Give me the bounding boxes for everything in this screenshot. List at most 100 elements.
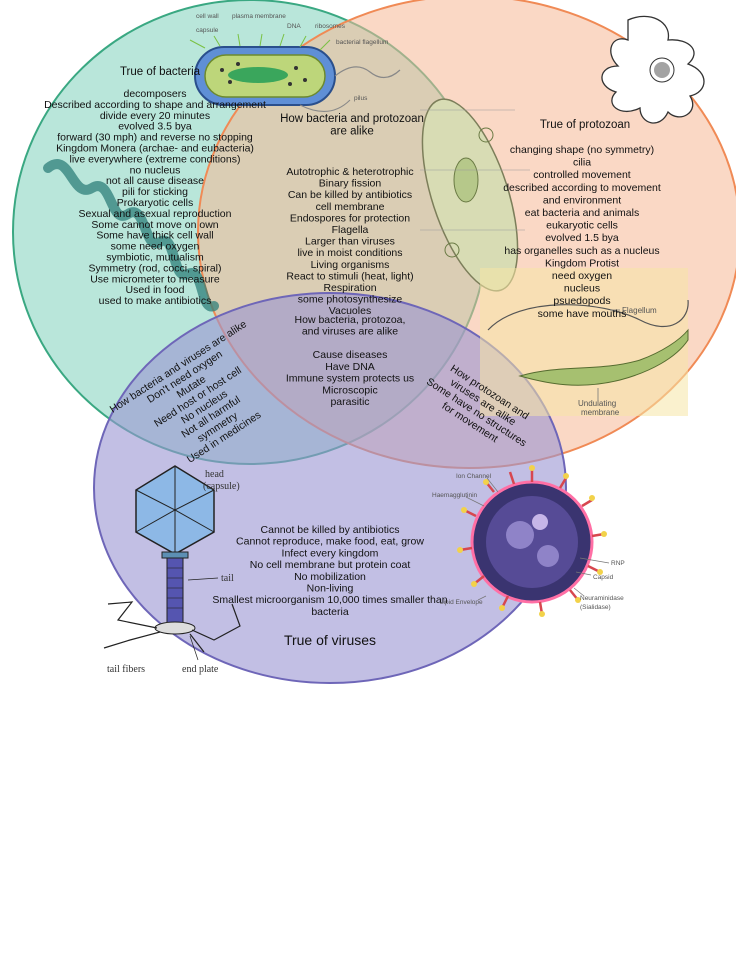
bp-fact-9: React to stimuli (heat, light) — [286, 270, 413, 282]
bp-fact-3: cell membrane — [316, 201, 385, 213]
influenza-label-sialidase: (Sialidase) — [580, 604, 611, 611]
bp-fact-12: Vacuoles — [329, 305, 371, 317]
influenza-label-rnp: RNP — [611, 560, 625, 567]
all-fact-4: parasitic — [330, 396, 369, 408]
bacteria-fact-18: Used in food — [126, 284, 185, 296]
influenza-label-ion-channel: Ion Channel — [456, 473, 492, 480]
all-header-0: How bacteria, protozoa, — [295, 314, 406, 326]
bacterium-label-pilus: pilus — [354, 95, 368, 102]
protozoan-fact-1: cilia — [573, 157, 591, 169]
influenza-illustration: Ion Channel Haemagglutinin RNP Capsid Ne… — [432, 465, 625, 617]
all-fact-1: Have DNA — [325, 361, 375, 373]
bacteria-header: True of bacteria — [120, 66, 201, 78]
bacteria-fact-12: Some cannot move on own — [91, 219, 218, 231]
bp-fact-6: Larger than viruses — [305, 236, 395, 248]
bacterium-label-flagellum: bacterial flagellum — [336, 39, 388, 46]
phage-label-tail: tail — [221, 573, 234, 584]
spirillum-illustration — [43, 159, 219, 312]
protozoan-fact-11: nucleus — [564, 283, 600, 295]
protozoan-fact-13: some have mouths — [538, 308, 627, 320]
bacteriophage-illustration: head (capsule) tail tail fibers end plat… — [103, 465, 241, 675]
bp-header-0: How bacteria and protozoan — [280, 113, 424, 125]
influenza-label-neuraminidase: Neuraminidase — [580, 595, 624, 602]
protozoan-fact-7: evolved 1.5 bya — [545, 232, 619, 244]
virus-fact-6: Smallest microorganism 10,000 times smal… — [212, 594, 447, 606]
all-header-1: and viruses are alike — [302, 326, 398, 338]
bacteria-fact-7: no nucleus — [130, 164, 181, 176]
bacteria-fact-1: Described according to shape and arrange… — [44, 99, 266, 111]
bacterium-label-dna: DNA — [287, 23, 301, 30]
virus-fact-3: No cell membrane but protein coat — [250, 559, 411, 571]
bacterium-label-ribosomes: ribosomes — [315, 23, 346, 30]
protozoan-fact-6: eukaryotic cells — [546, 220, 618, 232]
bp-fact-1: Binary fission — [319, 178, 382, 190]
phage-label-end-plate: end plate — [182, 664, 219, 675]
virus-fact-0: Cannot be killed by antibiotics — [261, 524, 400, 536]
protozoan-fact-3: described according to movement — [503, 182, 661, 194]
protozoan-header: True of protozoan — [540, 119, 630, 131]
bacteria-fact-9: pili for sticking — [122, 186, 188, 198]
bp-fact-5: Flagella — [332, 224, 369, 236]
virus-fact-5: Non-living — [307, 583, 354, 595]
bacterium-illustration: capsule cell wall plasma membrane DNA ri… — [189, 13, 401, 112]
trypanosome-label-membrane: membrane — [581, 408, 620, 417]
bp-fact-11: some photosynthesize — [298, 294, 403, 306]
bp-fact-8: Living organisms — [311, 259, 390, 271]
bacteria-fact-4: forward (30 mph) and reverse no stopping — [57, 132, 253, 144]
bacterium-label-cell-wall: cell wall — [196, 13, 219, 20]
bacteria-fact-6: live everywhere (extreme conditions) — [70, 153, 241, 165]
virus-header: True of viruses — [284, 632, 376, 648]
amoeba-illustration — [601, 15, 705, 124]
protozoan-only-text: True of protozoan changing shape (no symm… — [503, 119, 661, 320]
virus-circle — [93, 292, 567, 684]
all-fact-0: Cause diseases — [313, 349, 388, 361]
bacteria-fact-15: symbiotic, mutualism — [106, 252, 204, 264]
bacteria-fact-2: divide every 20 minutes — [100, 110, 210, 122]
bacteria-fact-3: evolved 3.5 bya — [118, 121, 192, 133]
trypanosome-label-undulating: Undulating — [578, 399, 616, 408]
bp-fact-7: live in moist conditions — [297, 247, 402, 259]
virus-fact-2: Infect every kingdom — [282, 547, 379, 559]
influenza-label-capsid: Capsid — [593, 574, 614, 581]
bacteria-fact-17: Use micrometer to measure — [90, 273, 220, 285]
bacteria-fact-16: Symmetry (rod, cocci, spiral) — [88, 262, 221, 274]
influenza-label-haemagglutinin: Haemagglutinin — [432, 492, 478, 499]
all-fact-3: Microscopic — [322, 384, 377, 396]
protozoan-fact-8: has organelles such as a nucleus — [504, 245, 659, 257]
protozoan-fact-10: need oxygen — [552, 270, 612, 282]
phage-label-tail-fibers: tail fibers — [107, 664, 145, 675]
bp-header-1: are alike — [330, 126, 373, 138]
bacteria-fact-10: Prokaryotic cells — [117, 197, 193, 209]
phage-label-capsule: (capsule) — [203, 481, 240, 492]
influenza-label-lipid-envelope: Lipid Envelope — [440, 599, 483, 606]
protozoan-fact-5: eat bacteria and animals — [525, 207, 639, 219]
bacteria-fact-19: used to make antibiotics — [99, 295, 212, 307]
bacteria-fact-14: some need oxygen — [111, 241, 200, 253]
bacteria-fact-13: Some have thick cell wall — [96, 230, 213, 242]
bacteria-fact-5: Kingdom Monera (archae- and eubacteria) — [56, 143, 254, 155]
bacteria-fact-0: decomposers — [123, 88, 186, 100]
bp-fact-10: Respiration — [323, 282, 376, 294]
bp-fact-2: Can be killed by antibiotics — [288, 189, 412, 201]
bacterium-label-plasma-membrane: plasma membrane — [232, 13, 286, 20]
protozoan-fact-2: controlled movement — [533, 169, 631, 181]
all-fact-2: Immune system protects us — [286, 373, 414, 385]
bp-fact-0: Autotrophic & heterotrophic — [286, 166, 413, 178]
all-three-overlap-text: How bacteria, protozoa,and viruses are a… — [286, 314, 414, 408]
protozoan-fact-4: and environment — [543, 194, 621, 206]
protozoan-fact-12: psuedopods — [553, 295, 610, 307]
protozoan-fact-9: Kingdom Protist — [545, 257, 619, 269]
bacteria-fact-11: Sexual and asexual reproduction — [79, 208, 232, 220]
trypanosome-illustration: Flagellum Undulating membrane — [480, 268, 689, 417]
bacterium-label-capsule: capsule — [196, 27, 219, 34]
phage-label-head: head — [205, 469, 224, 480]
bp-fact-4: Endospores for protection — [290, 212, 410, 224]
trypanosome-label-flagellum: Flagellum — [622, 306, 657, 315]
protozoan-fact-0: changing shape (no symmetry) — [510, 144, 654, 156]
virus-fact-7: bacteria — [311, 606, 349, 618]
bacteria-fact-8: not all cause disease — [106, 175, 204, 187]
